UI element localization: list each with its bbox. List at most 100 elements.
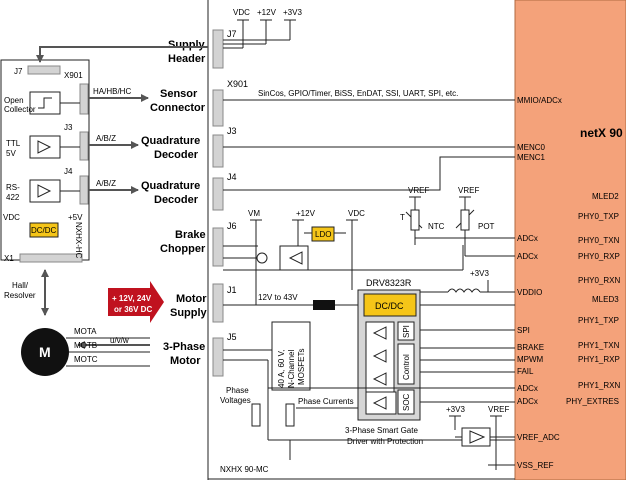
drv-dcdc (363, 293, 417, 317)
pin-vddio: VDDIO (517, 288, 542, 297)
pin-phy-extres: PHY_EXTRES (566, 397, 619, 406)
sig-uvw: u/v/w (110, 336, 129, 345)
pin-phy0-txn: PHY0_TXN (578, 236, 620, 245)
pin-phy0-txp: PHY0_TXP (578, 212, 619, 221)
three-phase-l2: Motor (170, 355, 201, 367)
ttl-l2: 5V (6, 149, 16, 158)
drv-name: DRV8323R (366, 278, 412, 288)
mosfet-l2: N-Channel (287, 350, 296, 388)
hx-j4: J4 (64, 167, 73, 176)
j6-label: J6 (227, 221, 237, 231)
phase-currents: Phase Currents (298, 397, 354, 406)
top-rail-lines (223, 19, 296, 49)
hx-j7: J7 (14, 67, 23, 76)
brake-l1: Brake (175, 229, 206, 241)
pin-phy1-rxp: PHY1_RXP (578, 355, 620, 364)
motor-symbol (21, 328, 69, 376)
quad1-l1: Quadrature (141, 135, 200, 147)
hx-x1: X1 (4, 254, 14, 263)
pin-brake: BRAKE (517, 343, 544, 352)
rail-3v3: +3V3 (283, 8, 302, 17)
mota: MOTA (74, 327, 97, 336)
pin-mpwm: MPWM (517, 355, 544, 364)
mosfet-l3: MOSFETs (297, 349, 306, 385)
ref-vref: VREF (488, 405, 509, 414)
motor-leads (66, 337, 150, 367)
hall-l1: Hall/ (12, 281, 29, 290)
sensor-connector-l2: Connector (150, 102, 206, 114)
sensor-bus-text: SinCos, GPIO/Timer, BiSS, EnDAT, SSI, UA… (258, 89, 458, 98)
pin-phy0-rxp: PHY0_RXP (578, 252, 620, 261)
inductor (447, 288, 481, 293)
pin-vref-adc: VREF_ADC (517, 433, 560, 442)
drv-signal-lines (223, 257, 515, 466)
drv-gate-drivers (365, 321, 415, 415)
rail-vdc: VDC (233, 8, 250, 17)
j4-label: J4 (227, 172, 237, 182)
pin-adcx-1: ADCx (517, 234, 538, 243)
menc1-line (223, 156, 515, 191)
pot-label: POT (478, 222, 495, 231)
hx-dcdc: DC/DC (31, 226, 57, 235)
rs422-l1: RS- (6, 183, 20, 192)
motor-m: M (39, 344, 51, 360)
motor-supply-l1: Motor (176, 293, 207, 305)
j3-label: J3 (227, 126, 237, 136)
supply-header-l1: Supply (168, 39, 206, 51)
pin-adcx-2: ADCx (517, 252, 538, 261)
supply-arrow (108, 281, 164, 323)
drv-caption-l2: Driver with Protection (347, 437, 423, 446)
vref-buffer (449, 415, 502, 470)
brake-l2: Chopper (160, 243, 206, 255)
pin-menc1: MENC1 (517, 153, 546, 162)
sig-abz-1: A/B/Z (96, 134, 116, 143)
quad1-l2: Decoder (154, 149, 199, 161)
pwr-vm: VM (248, 209, 260, 218)
vref-2: VREF (458, 186, 479, 195)
open-collector-l1: Open (4, 96, 24, 105)
sig-abz-2: A/B/Z (96, 179, 116, 188)
brake-driver (279, 245, 309, 271)
supply-l2: or 36V DC (114, 305, 152, 314)
pin-phy1-rxn: PHY1_RXN (578, 381, 620, 390)
ldo-block (311, 226, 335, 242)
pin-mled3: MLED3 (592, 295, 619, 304)
motor-supply-l2: Supply (170, 307, 208, 319)
pin-mled2: MLED2 (592, 192, 619, 201)
pin-phy1-txn: PHY1_TXN (578, 341, 620, 350)
hx-vdc: VDC (3, 213, 20, 222)
pin-menc0: MENC0 (517, 143, 546, 152)
power-lines (223, 219, 515, 460)
ttl-l1: TTL (6, 139, 21, 148)
ntc-label: NTC (428, 222, 445, 231)
quad2-l2: Decoder (154, 194, 199, 206)
netx90-block (514, 0, 626, 481)
netx-right-pins: MLED2 PHY0_TXP PHY0_TXN PHY0_RXP PHY0_RX… (566, 192, 620, 406)
pin-phy0-rxn: PHY0_RXN (578, 276, 620, 285)
pin-fail: FAIL (517, 367, 534, 376)
drv-spi: SPI (402, 325, 411, 338)
j7-label: J7 (227, 29, 237, 39)
mosfet-l1: 40 A, 60 V, (277, 350, 286, 388)
sig-ha-hb-hc: HA/HB/HC (93, 87, 131, 96)
sensor-lines (405, 196, 515, 257)
supply-l1: + 12V, 24V (112, 294, 152, 303)
t-label: T (400, 213, 405, 222)
board-connectors (212, 29, 224, 377)
hx-x901: X901 (64, 71, 83, 80)
pwr-12v: +12V (296, 209, 316, 218)
x901-label: X901 (227, 79, 248, 89)
drv-dcdc-label: DC/DC (375, 301, 404, 311)
hall-l2: Resolver (4, 291, 36, 300)
board-label: NXHX 90-MC (220, 465, 269, 474)
drv-control: Control (402, 354, 411, 380)
pin-adcx-3: ADCx (517, 384, 538, 393)
pin-vss-ref: VSS_REF (517, 461, 554, 470)
pin-spi: SPI (517, 326, 530, 335)
pin-phy1-txp: PHY1_TXP (578, 316, 619, 325)
pin-mmio-adcx: MMIO/ADCx (517, 96, 562, 105)
j1-label: J1 (227, 285, 237, 295)
rail-12v: +12V (257, 8, 277, 17)
hx-5v: +5V (68, 213, 83, 222)
